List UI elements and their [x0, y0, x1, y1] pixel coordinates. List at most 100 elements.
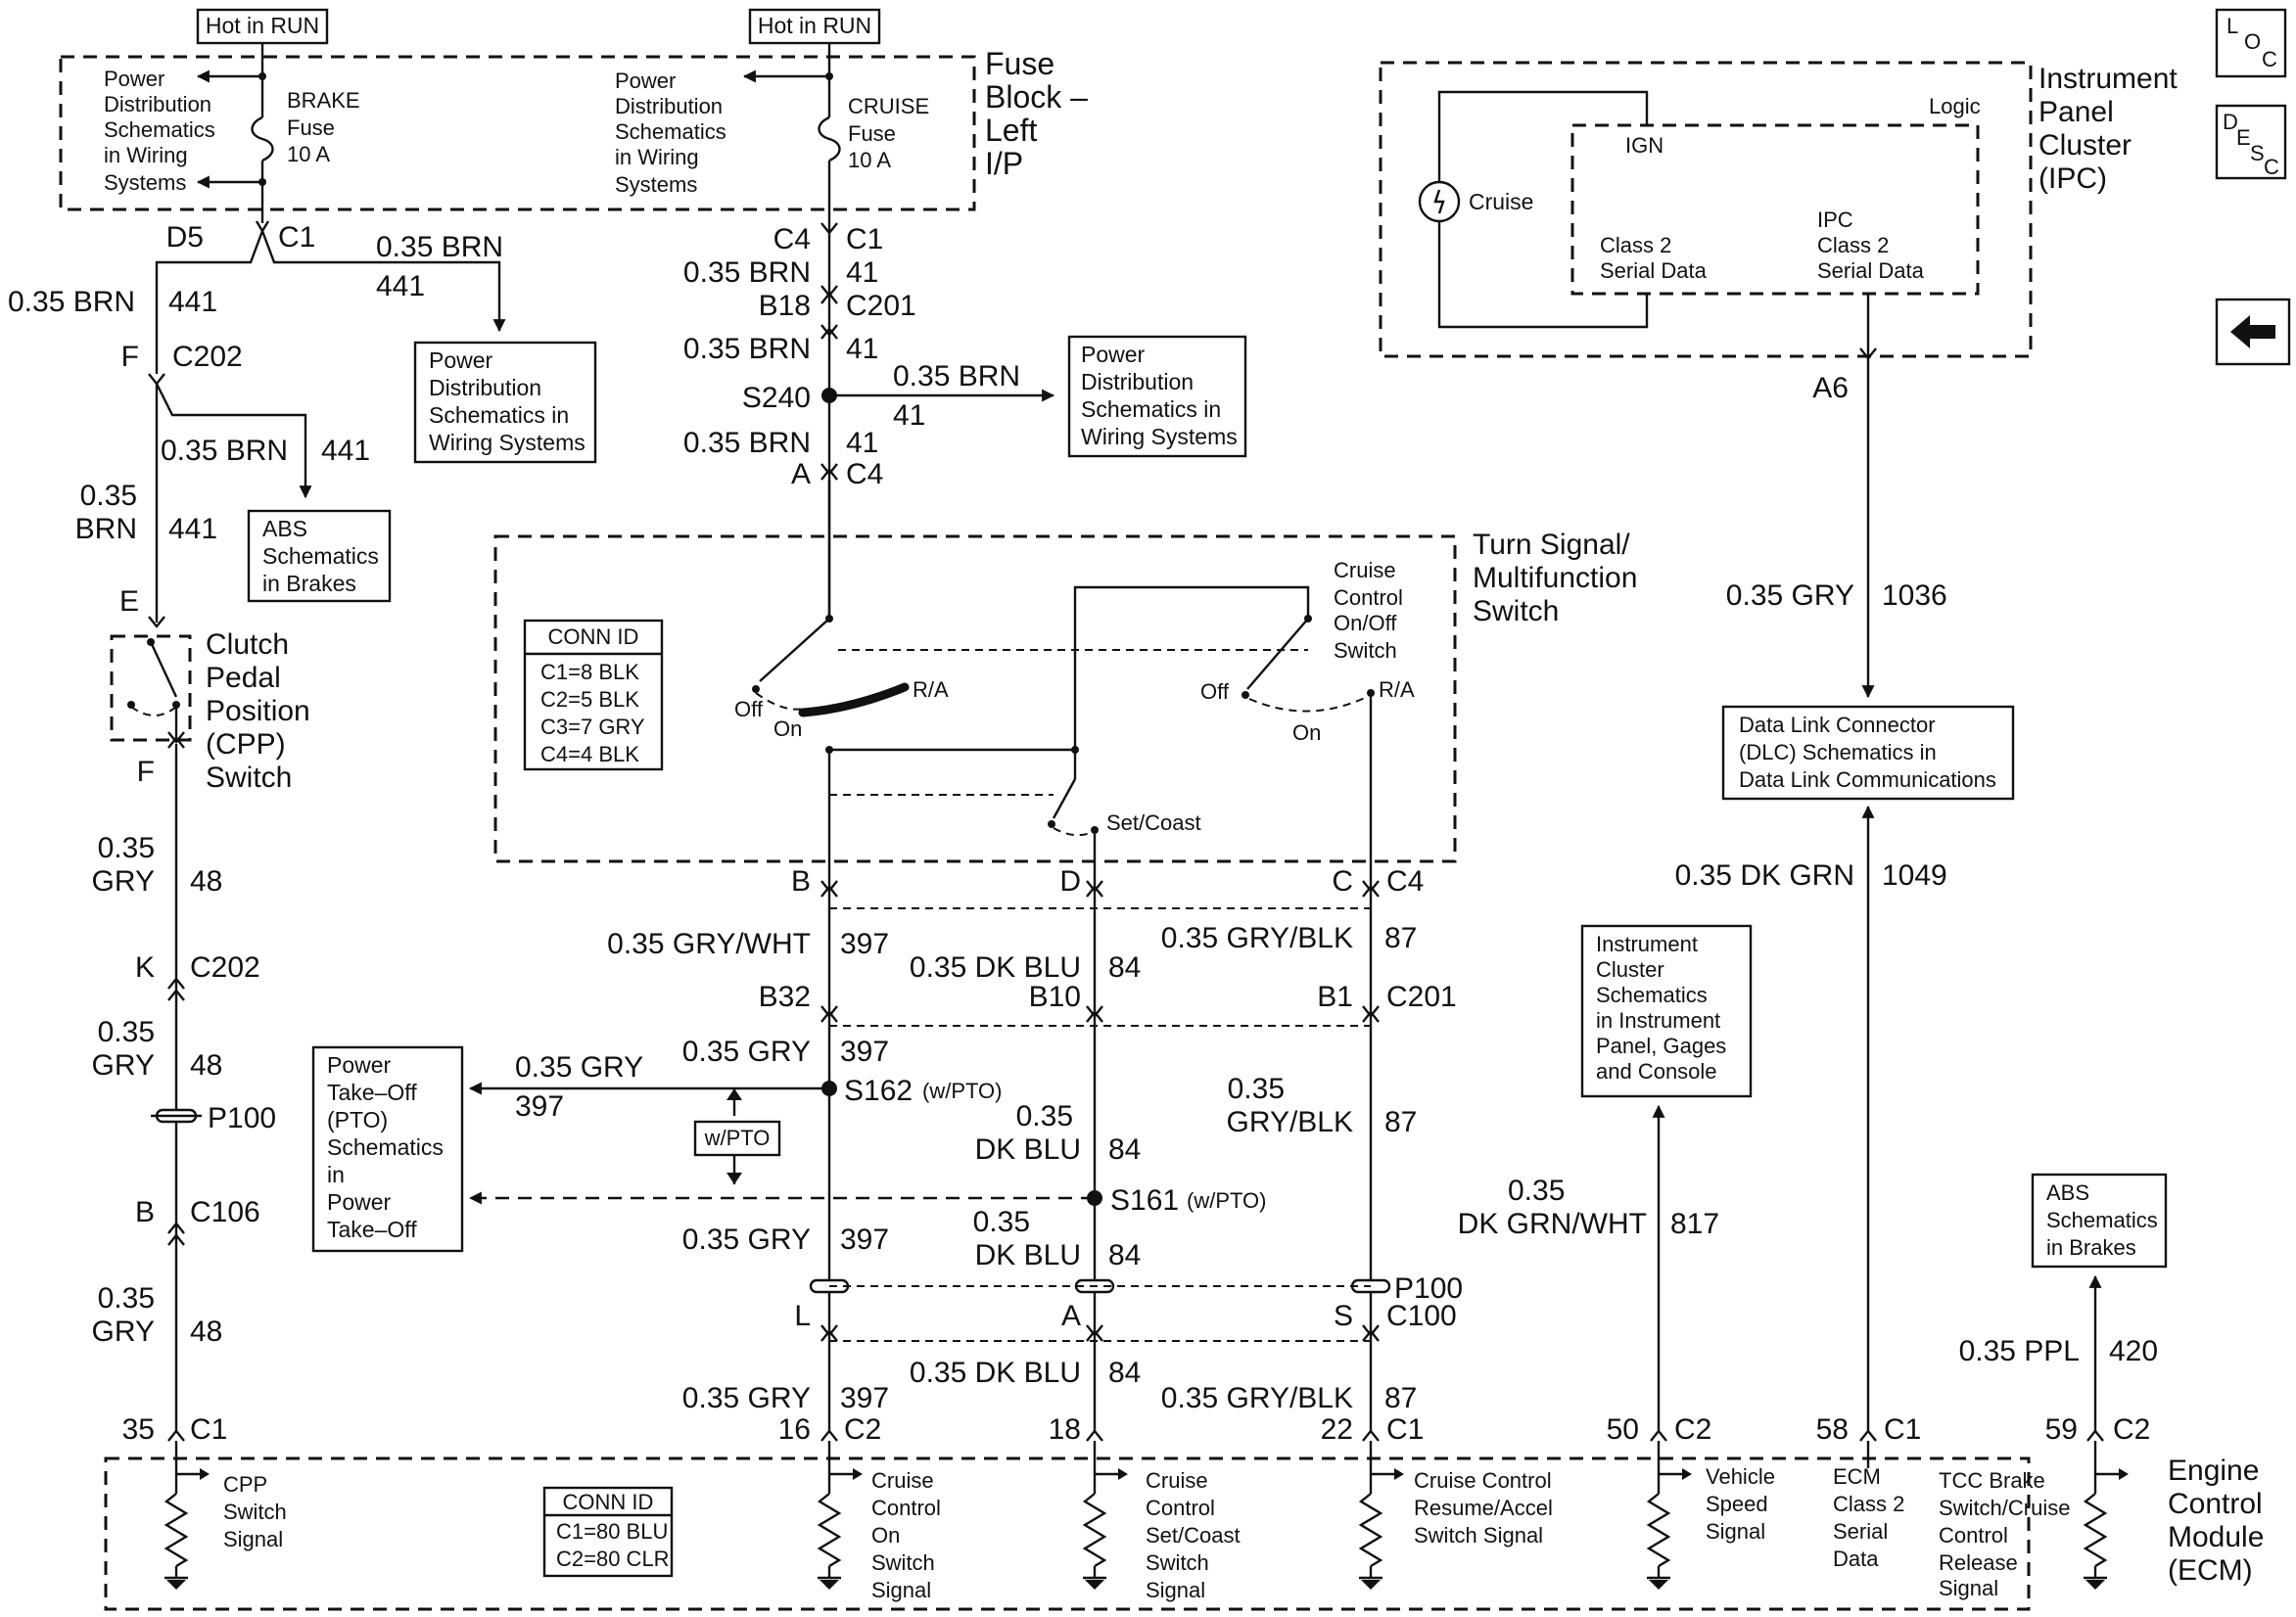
svg-text:Serial: Serial: [1833, 1519, 1888, 1544]
wire-brn-41-2: 0.35 BRN: [683, 333, 811, 365]
svg-text:ABS: ABS: [262, 516, 307, 541]
pd-box-41: Power Distribution Schematics in Wiring …: [1067, 335, 1247, 458]
circuit-420: [2086, 1274, 2104, 1442]
svg-text:10 A: 10 A: [848, 148, 891, 172]
circuit-397: [468, 750, 850, 1442]
circuit-441: [148, 209, 506, 628]
conn-c2-59: C2: [2113, 1413, 2150, 1446]
svg-text:Class 2: Class 2: [1600, 233, 1671, 257]
svg-text:in Wiring: in Wiring: [615, 145, 699, 169]
w-pto-note: w/PTO: [693, 1088, 781, 1184]
svg-text:Block –: Block –: [985, 79, 1088, 115]
svg-text:Signal: Signal: [223, 1527, 283, 1551]
svg-text:C2=5 BLK: C2=5 BLK: [540, 687, 639, 712]
circuit-48: [151, 736, 202, 1442]
svg-text:Cruise: Cruise: [1334, 558, 1396, 582]
conn-e: E: [119, 585, 139, 618]
multifunction-switch-label: Turn Signal/ Multifunction Switch: [1473, 529, 1637, 627]
svg-text:O: O: [2244, 29, 2261, 54]
svg-text:Distribution: Distribution: [1081, 369, 1194, 394]
s161-wpto: (w/PTO): [1187, 1188, 1266, 1213]
svg-text:Control: Control: [2168, 1488, 2263, 1520]
set-coast-switch-mech: Set/Coast: [1048, 585, 1310, 837]
svg-text:Class 2: Class 2: [1817, 233, 1889, 257]
wire-brn-41-1: 0.35 BRN: [683, 256, 811, 289]
svg-text:Serial Data: Serial Data: [1817, 258, 1925, 283]
conn-c1-brake: C1: [278, 221, 315, 254]
wire-dkblu-1: 0.35 DK BLU: [910, 951, 1081, 984]
c48-1: 48: [190, 865, 222, 898]
svg-text:Serial Data: Serial Data: [1600, 258, 1708, 283]
desc-button[interactable]: D E S C: [2215, 104, 2287, 180]
conn-c2-50: C2: [1674, 1413, 1711, 1446]
wire-gry-397-pto: 0.35 GRY: [515, 1051, 643, 1084]
svg-text:(CPP): (CPP): [206, 728, 286, 761]
circuit-84: [468, 834, 1115, 1442]
svg-text:Multifunction: Multifunction: [1473, 562, 1637, 594]
svg-text:E: E: [2236, 125, 2251, 150]
svg-text:Power: Power: [429, 347, 493, 373]
left-arrow-icon: [2230, 315, 2275, 348]
svg-text:ABS: ABS: [2046, 1180, 2089, 1205]
svg-text:w/PTO: w/PTO: [704, 1126, 771, 1150]
wire-gry-397-3: 0.35 GRY: [682, 1382, 811, 1414]
wire-brn-a: 0.35: [80, 480, 137, 512]
svg-text:CONN ID: CONN ID: [548, 624, 639, 649]
svg-text:C3=7 GRY: C3=7 GRY: [540, 715, 645, 739]
svg-text:D: D: [2223, 110, 2238, 134]
svg-text:Cluster: Cluster: [1596, 957, 1664, 982]
svg-text:Control: Control: [1334, 585, 1403, 610]
conn-c100: C100: [1386, 1300, 1457, 1332]
svg-text:Power: Power: [1081, 342, 1146, 367]
svg-text:Switch/Cruise: Switch/Cruise: [1939, 1496, 2070, 1520]
svg-text:Class 2: Class 2: [1833, 1492, 1904, 1516]
pin-59: 59: [2045, 1413, 2078, 1446]
c1036: 1036: [1882, 579, 1947, 612]
svg-text:Cruise: Cruise: [1469, 189, 1533, 214]
ipc-internals: Logic IGN Cruise Class 2 Serial Data IPC…: [1418, 90, 1981, 356]
splice-s161: S161: [1110, 1184, 1179, 1217]
s162-wpto: (w/PTO): [922, 1079, 1002, 1103]
conn-c1-cruise: C1: [846, 223, 883, 255]
dkblu-84-a: 0.35: [1016, 1100, 1073, 1132]
svg-text:Cluster: Cluster: [2038, 129, 2132, 162]
loc-button[interactable]: L O C: [2215, 8, 2287, 78]
svg-text:Panel, Gages: Panel, Gages: [1596, 1034, 1726, 1058]
svg-text:C1=8 BLK: C1=8 BLK: [540, 660, 639, 684]
conn-l-c100: L: [794, 1300, 811, 1332]
wire-gry-397-2: 0.35 GRY: [682, 1224, 811, 1256]
conn-c4-upper: C4: [846, 458, 883, 490]
svg-text:CPP: CPP: [223, 1472, 267, 1497]
back-arrow-button[interactable]: [2215, 298, 2291, 366]
pto-box: Power Take–Off (PTO) Schematics in Power…: [311, 1045, 464, 1253]
conn-b32: B32: [759, 981, 811, 1013]
conn-p100-left: P100: [208, 1102, 276, 1134]
c84-2: 84: [1108, 1133, 1141, 1166]
conn-p100-right: P100: [1394, 1272, 1463, 1305]
wire-brn-41-splice: 0.35 BRN: [893, 360, 1020, 393]
svg-text:in Wiring: in Wiring: [104, 143, 188, 167]
cruise-resume-switch-mech: Off On R/A Cruise Control On/Off Switch: [1200, 558, 1415, 745]
conn-a-c4: A: [791, 458, 811, 490]
gry48-a3: 0.35: [98, 1282, 155, 1315]
conn-c4-top: C4: [773, 223, 811, 255]
svg-text:Wiring Systems: Wiring Systems: [429, 430, 586, 455]
svg-text:Logic: Logic: [1929, 94, 1981, 118]
svg-text:Data: Data: [1833, 1547, 1879, 1571]
conn-c-c4: C: [1332, 865, 1353, 898]
wire-441-num-top: 441: [376, 270, 425, 302]
circuit-817: [1650, 1104, 1667, 1442]
wire-brn-441-left: 0.35 BRN: [8, 286, 135, 318]
gry48-b2: GRY: [92, 1049, 155, 1082]
dkblu-84-c: 0.35: [973, 1206, 1030, 1238]
ipc-label: Instrument Panel Cluster (IPC): [2038, 63, 2178, 195]
c41-3: 41: [846, 427, 878, 459]
c87-3: 87: [1384, 1382, 1417, 1414]
svg-text:C: C: [2262, 47, 2277, 71]
svg-text:in Brakes: in Brakes: [262, 571, 356, 596]
pd-box-441: Power Distribution Schematics in Wiring …: [413, 341, 597, 464]
svg-text:Schematics in: Schematics in: [429, 402, 569, 428]
brake-fuse: BRAKE Fuse 10 A: [196, 59, 360, 209]
conn-c1-35: C1: [190, 1413, 227, 1446]
dlc-box: Data Link Connector (DLC) Schematics in …: [1721, 705, 2015, 801]
